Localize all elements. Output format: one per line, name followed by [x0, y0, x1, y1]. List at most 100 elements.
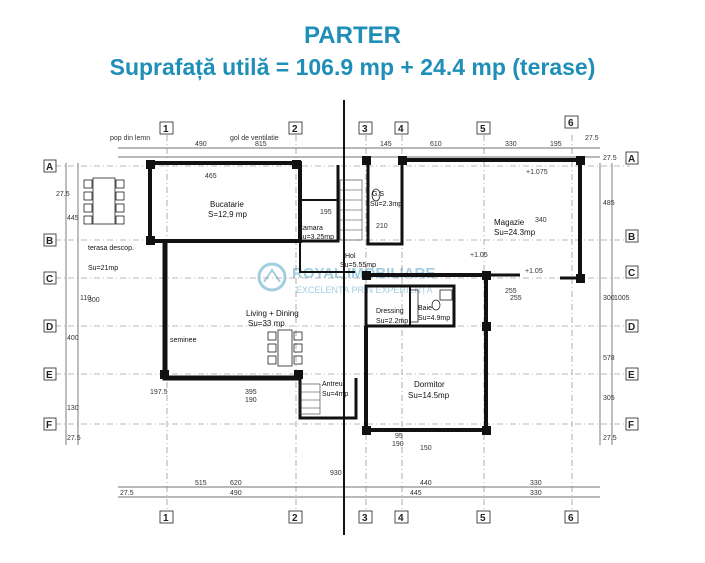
svg-text:195: 195 [550, 141, 562, 148]
svg-text:300: 300 [88, 297, 100, 304]
room-labels: Bucatarie S=12,9 mp Camara Su=3.25mp Hol… [88, 191, 536, 400]
room-living-name: Living + Dining [246, 309, 299, 318]
axis-col-5-bottom: 5 [480, 513, 486, 524]
room-living-area: Su=33 mp [248, 319, 285, 328]
svg-text:150: 150 [420, 445, 432, 452]
bathroom-fixtures-icon [371, 188, 453, 323]
svg-text:395: 395 [245, 389, 257, 396]
axis-row-c-right: C [628, 268, 635, 279]
axis-col-2: 2 [292, 124, 298, 135]
svg-text:95: 95 [395, 433, 403, 440]
axis-col-6-bottom: 6 [568, 513, 574, 524]
axis-row-d: D [46, 322, 53, 333]
axis-col-1-bottom: 1 [163, 513, 169, 524]
svg-text:440: 440 [420, 480, 432, 487]
column-markers-bottom: 1 2 3 4 5 6 [159, 510, 579, 524]
dining-table-icon [267, 329, 303, 367]
svg-text:255: 255 [510, 295, 522, 302]
axis-row-d-right: D [628, 322, 635, 333]
plan-notes: pop din lemn gol de ventilatie +1.075 +1… [110, 135, 548, 275]
note-pop-lemn: pop din lemn [110, 135, 150, 142]
page-title: PARTER [304, 22, 401, 49]
row-markers-left: A B C D E F [43, 159, 57, 431]
dimension-lines [65, 147, 613, 498]
svg-text:210: 210 [376, 223, 388, 230]
room-hol-name: Hol [345, 253, 356, 260]
room-gs-area: Su=2.3mp [370, 201, 402, 208]
axis-row-e: E [46, 370, 53, 381]
room-magazie-area: Su=24.3mp [494, 228, 536, 237]
svg-text:445: 445 [67, 215, 79, 222]
dimension-labels: 490 815 145 610 27.5 465 195 330 515 620… [56, 135, 630, 497]
svg-text:330: 330 [530, 480, 542, 487]
svg-text:27.5: 27.5 [56, 191, 70, 198]
room-hol-area: Su=5.55mp [340, 262, 376, 269]
svg-text:1005: 1005 [614, 295, 630, 302]
axis-col-4-bottom: 4 [398, 513, 404, 524]
room-camara-area: Su=3.25mp [298, 234, 334, 241]
svg-text:27.5: 27.5 [120, 490, 134, 497]
axis-col-6: 6 [568, 118, 574, 129]
svg-text:27.5: 27.5 [603, 155, 617, 162]
row-markers-right: A B C D E F [625, 151, 639, 431]
room-terasa-name: terasa descop. [88, 245, 134, 252]
room-baie-area: Su=4.9mp [418, 315, 450, 322]
terrace-table-icon [83, 177, 125, 225]
room-dormitor-area: Su=14.5mp [408, 391, 450, 400]
axis-col-4: 4 [398, 124, 404, 135]
structural-columns [146, 156, 585, 435]
axis-row-e-right: E [628, 370, 635, 381]
room-seminee-label: seminee [170, 337, 197, 344]
svg-text:610: 610 [430, 141, 442, 148]
axis-col-1: 1 [163, 124, 169, 135]
axis-col-2-bottom: 2 [292, 513, 298, 524]
svg-text:330: 330 [530, 490, 542, 497]
grid-lines [55, 135, 630, 515]
page-subtitle: Suprafață utilă = 106.9 mp + 24.4 mp (te… [109, 54, 596, 80]
axis-row-b: B [46, 236, 53, 247]
svg-text:620: 620 [230, 480, 242, 487]
svg-text:145: 145 [380, 141, 392, 148]
svg-text:490: 490 [230, 490, 242, 497]
svg-text:190: 190 [245, 397, 257, 404]
room-camara-name: Camara [298, 225, 323, 232]
svg-text:110: 110 [80, 295, 91, 302]
room-magazie-name: Magazie [494, 218, 525, 227]
watermark-tagline: EXCELENȚA PRIN EXPERIENȚĂ [296, 285, 433, 295]
svg-text:340: 340 [535, 217, 547, 224]
axis-row-a-right: A [628, 154, 635, 165]
svg-text:27.5: 27.5 [585, 135, 599, 142]
axis-row-a: A [46, 162, 53, 173]
svg-text:27.5: 27.5 [603, 435, 617, 442]
svg-text:197.5: 197.5 [150, 389, 168, 396]
svg-text:27.5: 27.5 [67, 435, 81, 442]
axis-row-f: F [46, 420, 52, 431]
room-antreu-area: Su=4mp [322, 391, 348, 398]
svg-text:300: 300 [603, 295, 615, 302]
svg-text:930: 930 [330, 470, 342, 477]
svg-text:330: 330 [505, 141, 517, 148]
axis-col-3-bottom: 3 [362, 513, 368, 524]
svg-text:195: 195 [320, 209, 332, 216]
room-gs-name: G.S [372, 191, 384, 198]
svg-text:815: 815 [255, 141, 267, 148]
note-level-105: +1.05 [470, 252, 488, 259]
svg-text:400: 400 [67, 335, 79, 342]
note-level-105b: +1.05 [525, 268, 543, 275]
svg-text:305: 305 [603, 395, 615, 402]
room-bucatarie-area: S=12,9 mp [208, 210, 247, 219]
room-dormitor-name: Dormitor [414, 380, 445, 389]
svg-text:445: 445 [410, 490, 422, 497]
svg-text:485: 485 [603, 200, 615, 207]
watermark-logo-icon [257, 262, 287, 292]
room-antreu-name: Antreu [322, 381, 343, 388]
room-terasa-area: Su=21mp [88, 265, 118, 272]
svg-text:255: 255 [505, 288, 517, 295]
svg-text:515: 515 [195, 480, 207, 487]
note-level-1075: +1.075 [526, 169, 548, 176]
axis-row-f-right: F [628, 420, 634, 431]
svg-text:465: 465 [205, 173, 217, 180]
svg-text:130: 130 [67, 405, 79, 412]
room-bucatarie-name: Bucatarie [210, 200, 244, 209]
